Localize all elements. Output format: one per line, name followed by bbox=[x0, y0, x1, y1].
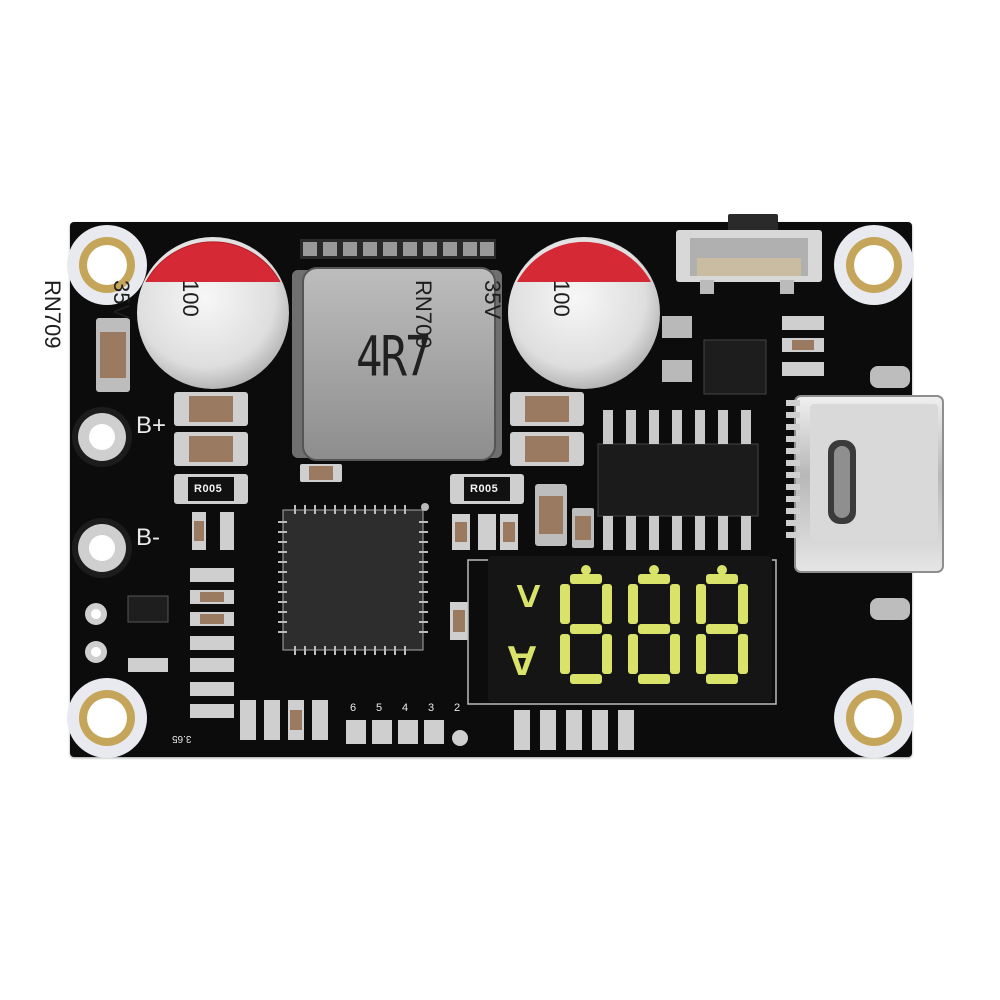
capacitor-left-line-2: 35V bbox=[109, 280, 134, 320]
mounting-hole-top-right bbox=[834, 225, 914, 305]
sense-resistor-right-label: R005 bbox=[470, 483, 499, 495]
digit-1-segment-c bbox=[602, 634, 612, 674]
usb-c-connector bbox=[786, 366, 944, 620]
digit-3-segment-d bbox=[706, 674, 738, 684]
small-via-pads bbox=[85, 603, 107, 663]
capacitor-left-line-1: 100 bbox=[178, 280, 203, 317]
inductor-marking: 4R7 bbox=[356, 325, 431, 390]
digit-1-indicator-dot bbox=[581, 565, 591, 575]
digit-2-segment-f bbox=[628, 584, 638, 624]
capacitor-left bbox=[137, 237, 289, 389]
pin-number-3: 3 bbox=[428, 702, 435, 714]
current-indicator: A bbox=[507, 637, 537, 684]
middle-smd-parts bbox=[450, 514, 518, 640]
inductor bbox=[292, 267, 502, 461]
resistor-below-inductor bbox=[300, 464, 342, 482]
b-minus-label: B- bbox=[136, 524, 160, 551]
seven-segment-display: > A bbox=[488, 556, 772, 702]
small-marking-label: 3.65 bbox=[172, 733, 192, 744]
digit-2-indicator-dot bbox=[649, 565, 659, 575]
smd-capacitors-left-group bbox=[174, 392, 248, 504]
b-plus-pad bbox=[72, 407, 132, 467]
mounting-hole-bottom-right bbox=[834, 678, 914, 758]
digit-1-segment-e bbox=[560, 634, 570, 674]
digit-1-segment-d bbox=[570, 674, 602, 684]
digit-2-segment-a bbox=[638, 574, 670, 584]
pin-number-4: 4 bbox=[402, 702, 409, 714]
pin-number-2: 2 bbox=[454, 702, 461, 714]
digit-2-segment-c bbox=[670, 634, 680, 674]
pin-number-5: 5 bbox=[376, 702, 383, 714]
pin-number-6: 6 bbox=[350, 702, 357, 714]
display-segments: > A bbox=[504, 565, 748, 684]
bottom-smd-row bbox=[240, 700, 634, 750]
digit-3-segment-c bbox=[738, 634, 748, 674]
microcontroller-chip bbox=[278, 503, 429, 655]
capacitor-right-line-1: 100 bbox=[549, 280, 574, 317]
digit-1-segment-a bbox=[570, 574, 602, 584]
digit-3-segment-a bbox=[706, 574, 738, 584]
capacitor-right-line-2: 35V bbox=[480, 280, 505, 320]
digit-2-segment-g bbox=[638, 624, 670, 634]
digit-1-segment-f bbox=[560, 584, 570, 624]
digit-2-segment-b bbox=[670, 584, 680, 624]
digit-1-segment-b bbox=[602, 584, 612, 624]
mounting-hole-bottom-left bbox=[67, 678, 147, 758]
digit-3-segment-b bbox=[738, 584, 748, 624]
mounting-hole-top-left bbox=[67, 225, 147, 305]
top-resistor-row bbox=[300, 239, 496, 259]
soic-chip bbox=[597, 410, 759, 550]
slide-switch bbox=[676, 214, 822, 294]
digit-2-segment-d bbox=[638, 674, 670, 684]
capacitor-left-line-3: RN709 bbox=[40, 280, 65, 349]
b-minus-pad bbox=[72, 518, 132, 578]
b-plus-label: B+ bbox=[136, 412, 167, 439]
digit-2-segment-e bbox=[628, 634, 638, 674]
digit-3-segment-g bbox=[706, 624, 738, 634]
left-smd-column bbox=[127, 512, 234, 718]
display-digits bbox=[560, 565, 748, 684]
capacitor-right bbox=[508, 237, 660, 389]
digit-3-indicator-dot bbox=[717, 565, 727, 575]
voltage-indicator: > bbox=[504, 583, 553, 609]
capacitor-left-label: 100 35V RN709 bbox=[18, 280, 248, 348]
digit-3-segment-e bbox=[696, 634, 706, 674]
smd-capacitors-right-group bbox=[450, 392, 594, 548]
small-ic-top-right bbox=[662, 316, 824, 395]
sense-resistor-left-label: R005 bbox=[194, 483, 223, 495]
smd-capacitor-left bbox=[96, 318, 130, 392]
digit-1-segment-g bbox=[570, 624, 602, 634]
digit-3-segment-f bbox=[696, 584, 706, 624]
